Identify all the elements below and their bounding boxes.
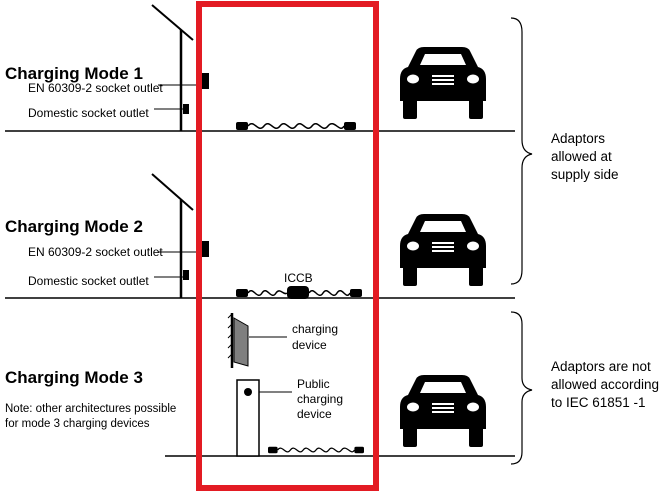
public-charging-device-icon: [236, 379, 260, 457]
mode-1-domestic-socket-label: Domestic socket outlet: [28, 106, 149, 120]
public-device-label-line-1: Public: [297, 377, 330, 391]
mode-2-section: Charging Mode 2 EN 60309-2 socket outlet…: [5, 173, 515, 299]
mode-3-car-icon: [400, 375, 486, 447]
brace-top: [510, 17, 533, 285]
mode-1-en-socket-label: EN 60309-2 socket outlet: [28, 81, 163, 95]
mode-1-section: Charging Mode 1 EN 60309-2 socket outlet…: [5, 4, 515, 132]
mode-3-section: Charging Mode 3 Note: other architecture…: [5, 313, 515, 457]
adaptors-not-allowed-line-1: Adaptors are not: [551, 359, 651, 374]
mode-3-note-line-1: Note: other architectures possible: [5, 403, 176, 415]
mode-3-charging-cable: [267, 446, 365, 454]
highlight-frame: [196, 1, 379, 491]
adaptors-allowed-line-1: Adaptors: [551, 131, 605, 146]
public-device-label-line-3: device: [297, 407, 332, 421]
mode-1-roof-line: [151, 4, 194, 41]
mode-2-domestic-socket-icon: [183, 270, 189, 280]
mode-2-charging-cable-with-iccb: [236, 286, 362, 299]
brace-bottom: [510, 311, 533, 465]
mode-1-charging-cable: [235, 121, 357, 131]
adaptors-allowed-line-3: supply side: [551, 167, 619, 182]
mode-1-title: Charging Mode 1: [5, 64, 143, 83]
iccb-label: ICCB: [284, 271, 313, 285]
mode-1-domestic-socket-icon: [183, 104, 189, 114]
mode-2-car-icon: [400, 214, 486, 286]
mode-1-en-socket-icon: [200, 73, 209, 89]
wall-device-label-line-2: device: [292, 338, 327, 352]
adaptors-not-allowed-line-2: allowed according: [551, 377, 659, 392]
wall-charging-device-icon: [227, 313, 249, 368]
mode-2-en-socket-label: EN 60309-2 socket outlet: [28, 245, 163, 259]
iccb-box-icon: [287, 286, 309, 299]
mode-2-title: Charging Mode 2: [5, 217, 143, 236]
mode-2-en-socket-icon: [200, 241, 209, 257]
mode-3-title: Charging Mode 3: [5, 368, 143, 387]
wall-device-label-line-1: charging: [292, 322, 338, 336]
public-device-label-line-2: charging: [297, 392, 343, 406]
mode-2-roof-line: [151, 173, 194, 211]
mode-1-car-icon: [400, 47, 486, 119]
adaptors-not-allowed-line-3: to IEC 61851 -1: [551, 395, 646, 410]
mode-2-domestic-socket-label: Domestic socket outlet: [28, 274, 149, 288]
mode-3-note-line-2: for mode 3 charging devices: [5, 418, 150, 430]
adaptors-allowed-line-2: allowed at: [551, 149, 612, 164]
